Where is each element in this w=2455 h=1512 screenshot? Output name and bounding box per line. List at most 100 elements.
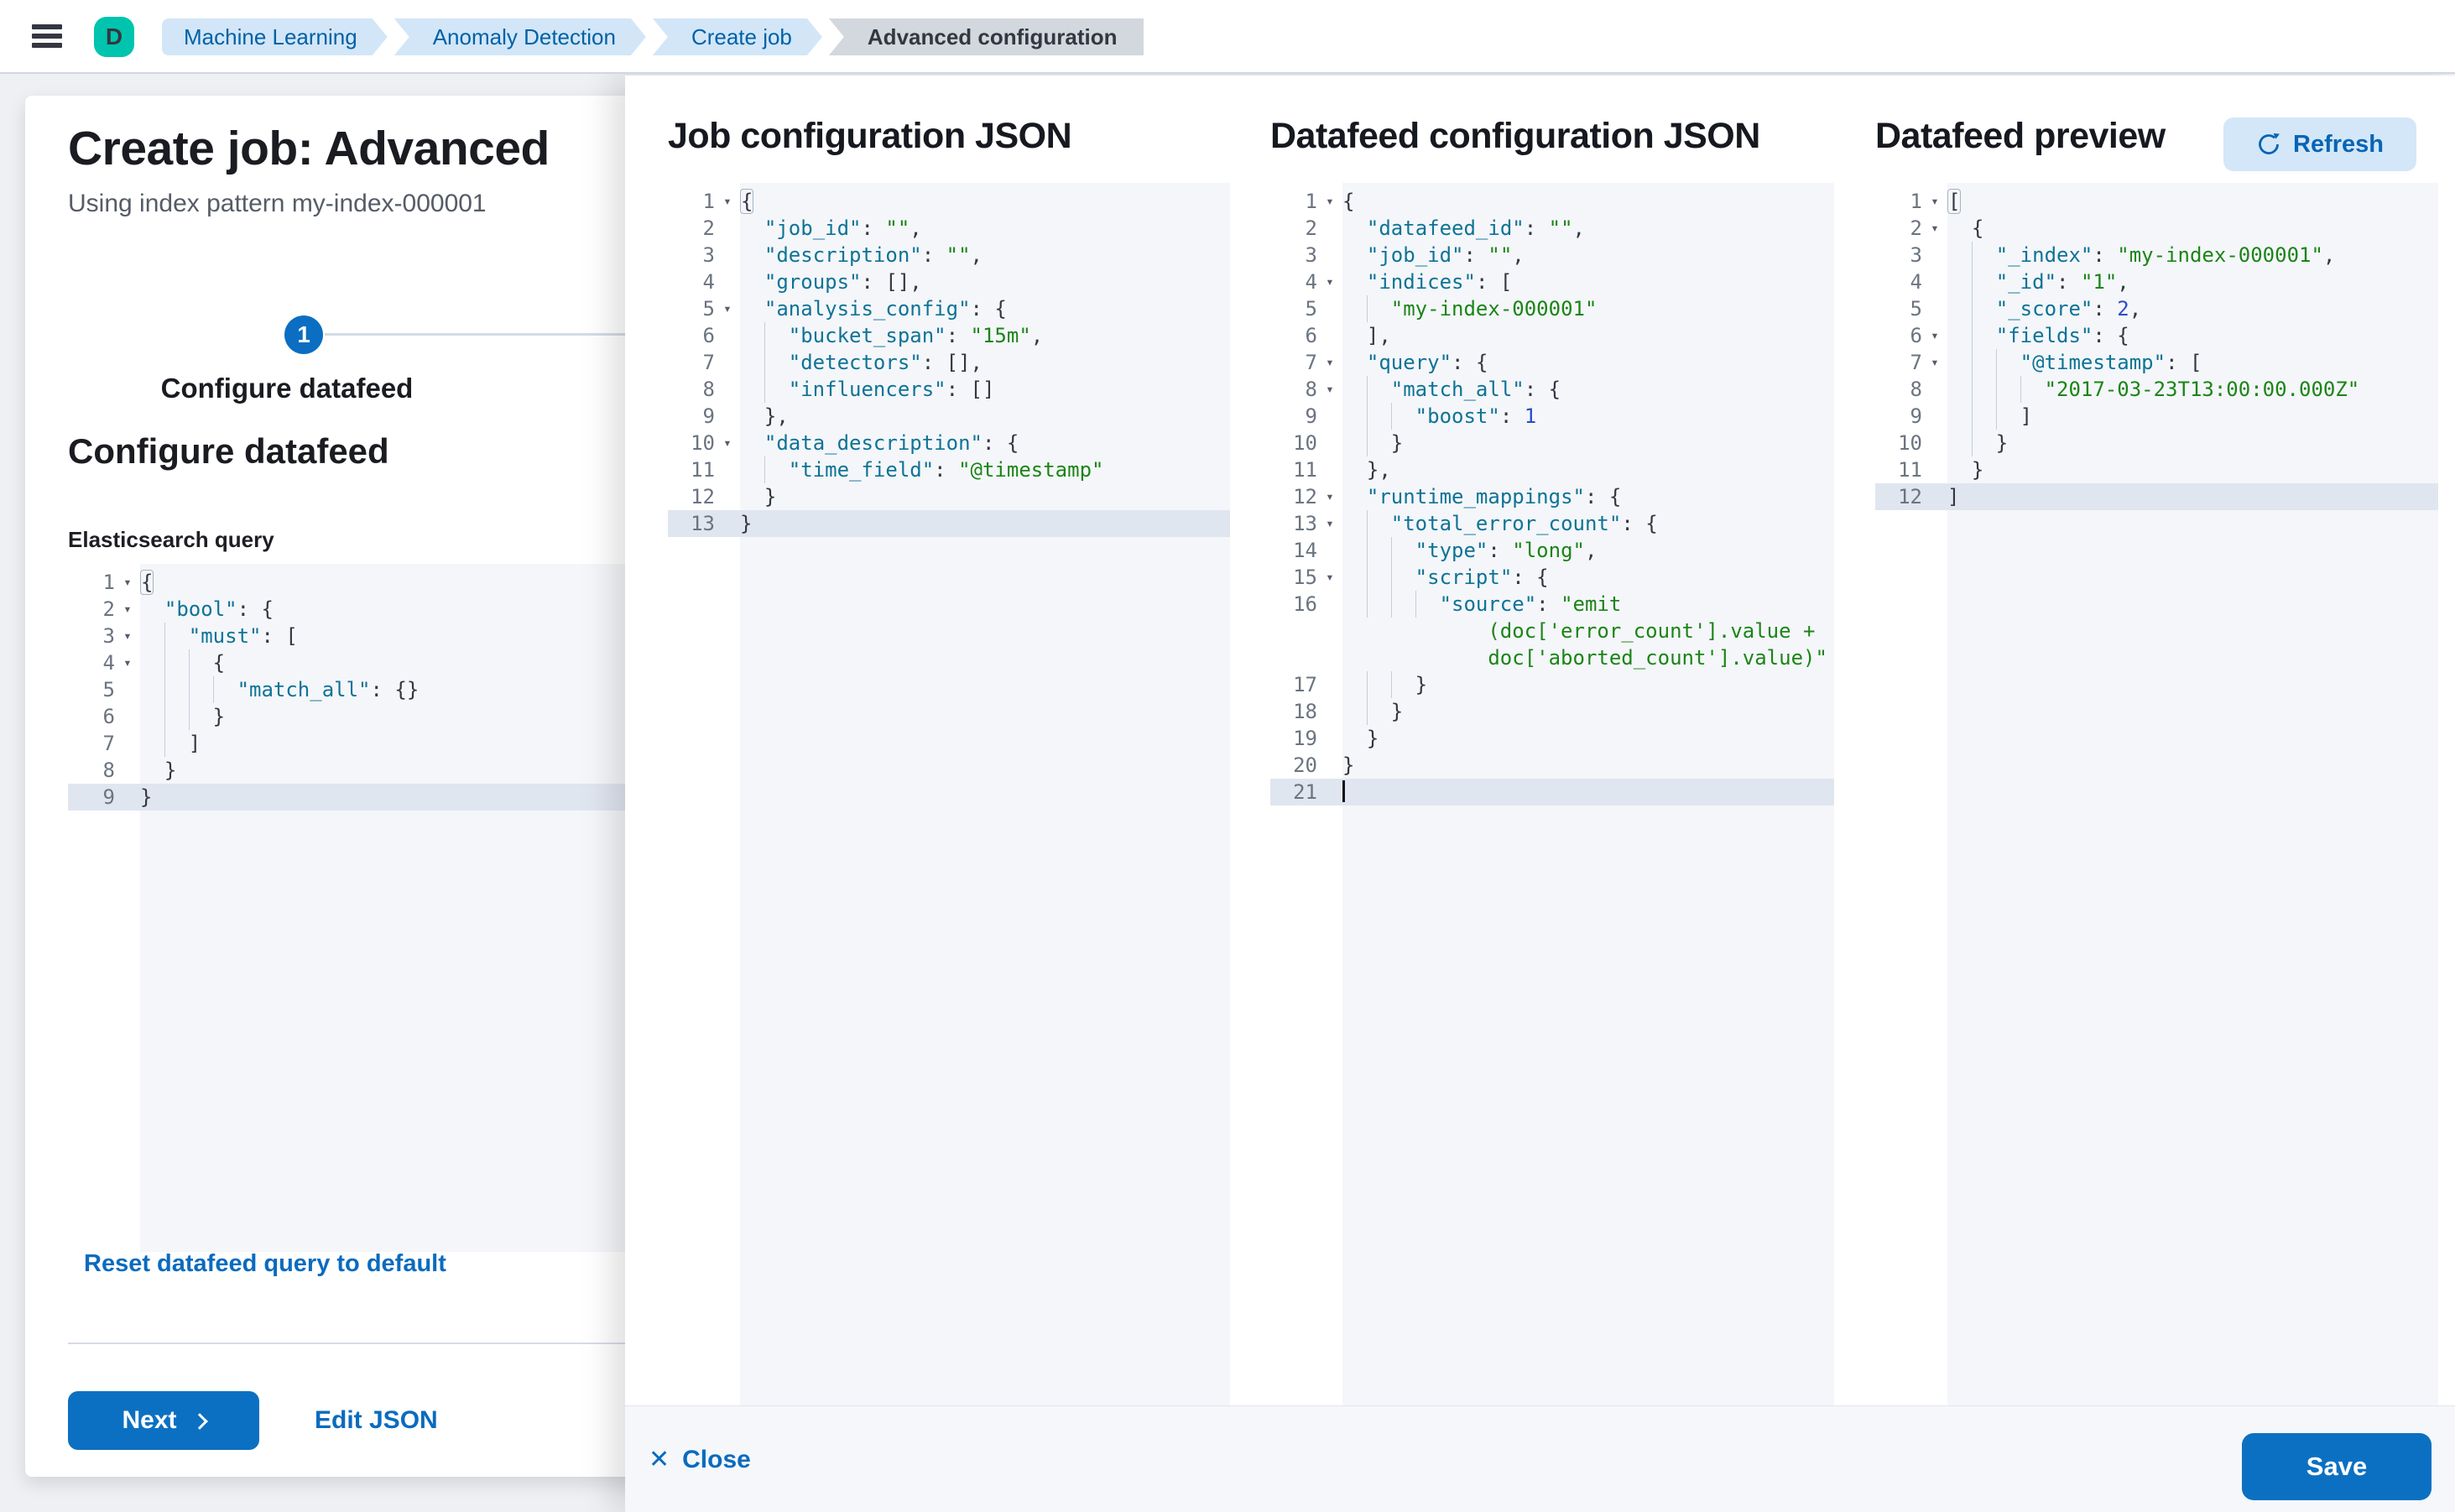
- fold-gutter: [715, 510, 740, 537]
- code-text: }: [1342, 430, 1834, 456]
- code-text: }: [1971, 458, 1984, 482]
- fold-arrow-icon[interactable]: ▾: [1931, 354, 1939, 370]
- line-number: 4: [102, 651, 115, 675]
- code-line: 15▾"script": {: [1270, 564, 1834, 591]
- fold-gutter: [1317, 725, 1342, 752]
- job-config-editor[interactable]: 1▾{2"job_id": "",3"description": "",4"gr…: [668, 183, 1230, 1405]
- code-line: 13}: [668, 510, 1230, 537]
- fold-arrow-icon[interactable]: ▾: [1326, 354, 1334, 370]
- code-text: doc['aborted_count'].value)": [1488, 646, 1827, 670]
- fold-arrow-icon[interactable]: ▾: [1326, 569, 1334, 585]
- code-line: 20}: [1270, 752, 1834, 779]
- fold-arrow-icon[interactable]: ▾: [1931, 220, 1939, 236]
- fold-arrow-icon[interactable]: ▾: [1326, 488, 1334, 504]
- breadcrumb-create-job[interactable]: Create job: [653, 18, 822, 55]
- code-line: 12▾"runtime_mappings": {: [1270, 483, 1834, 510]
- line-number: 1: [1305, 190, 1317, 213]
- breadcrumb-machine-learning[interactable]: Machine Learning: [162, 18, 388, 55]
- code-line: 12]: [1875, 483, 2438, 510]
- code-text: },: [1366, 458, 1391, 482]
- fold-gutter: [715, 242, 740, 269]
- line-number: [1270, 644, 1317, 671]
- code-text: }: [764, 485, 777, 508]
- refresh-button[interactable]: Refresh: [2223, 117, 2416, 171]
- line-number: 12: [1898, 485, 1922, 508]
- fold-arrow-icon[interactable]: ▾: [1931, 193, 1939, 209]
- code-line: 16"source": "emit: [1270, 591, 1834, 618]
- fold-arrow-icon[interactable]: ▾: [723, 193, 732, 209]
- code-line: 3▾"must": [: [68, 623, 647, 649]
- edit-json-link[interactable]: Edit JSON: [315, 1406, 438, 1434]
- fold-arrow-icon[interactable]: ▾: [1326, 381, 1334, 397]
- line-number: 4: [702, 270, 715, 294]
- code-line: 11}: [1875, 456, 2438, 483]
- fold-gutter: [1922, 242, 1947, 269]
- index-pattern-subtitle: Using index pattern my-index-000001: [68, 190, 487, 217]
- code-text: {: [740, 189, 754, 214]
- fold-arrow-icon[interactable]: ▾: [123, 628, 132, 644]
- code-line: 11"time_field": "@timestamp": [668, 456, 1230, 483]
- next-button[interactable]: Next: [68, 1391, 259, 1450]
- fold-arrow-icon[interactable]: ▾: [723, 300, 732, 316]
- step-1-indicator[interactable]: 1: [284, 315, 323, 354]
- datafeed-config-heading: Datafeed configuration JSON: [1270, 116, 1760, 156]
- es-query-editor[interactable]: 1▾{2▾"bool": {3▾"must": [4▾{5"match_all"…: [68, 564, 647, 1252]
- breadcrumb-anomaly-detection[interactable]: Anomaly Detection: [394, 18, 646, 55]
- line-number: 6: [702, 324, 715, 347]
- line-number: 1: [102, 571, 115, 594]
- save-button[interactable]: Save: [2242, 1433, 2432, 1500]
- code-line: 1▾{: [1270, 188, 1834, 215]
- fold-arrow-icon[interactable]: ▾: [1326, 274, 1334, 289]
- close-button[interactable]: ✕ Close: [649, 1406, 751, 1512]
- hamburger-menu-icon[interactable]: [32, 24, 62, 50]
- fold-gutter: [1317, 456, 1342, 483]
- fold-arrow-icon[interactable]: ▾: [1931, 327, 1939, 343]
- top-header-bar: D Machine Learning Anomaly Detection Cre…: [0, 0, 2455, 74]
- code-line: 5"match_all": {}: [68, 676, 647, 703]
- reset-datafeed-query-link[interactable]: Reset datafeed query to default: [84, 1250, 446, 1277]
- code-text: }: [140, 785, 153, 809]
- next-button-label: Next: [122, 1406, 177, 1434]
- line-number: [1270, 618, 1317, 644]
- fold-arrow-icon[interactable]: ▾: [1326, 193, 1334, 209]
- fold-arrow-icon[interactable]: ▾: [1326, 515, 1334, 531]
- fold-gutter: [1922, 483, 1947, 510]
- line-number: 5: [1305, 297, 1317, 321]
- code-text: }: [140, 703, 647, 730]
- code-text: "total_error_count": {: [1342, 510, 1834, 537]
- fold-arrow-icon[interactable]: ▾: [123, 601, 132, 617]
- code-line: (doc['error_count'].value +: [1270, 618, 1834, 644]
- line-number: 3: [702, 243, 715, 267]
- user-avatar[interactable]: D: [94, 17, 134, 57]
- fold-gutter: [715, 322, 740, 349]
- breadcrumb: Machine Learning Anomaly Detection Creat…: [162, 18, 1144, 55]
- line-number: 11: [1898, 458, 1922, 482]
- code-text: "_index": "my-index-000001",: [1947, 242, 2438, 269]
- section-heading: Configure datafeed: [68, 431, 389, 471]
- fold-arrow-icon[interactable]: ▾: [723, 435, 732, 451]
- code-text: "description": "",: [764, 243, 983, 267]
- code-line: 3"job_id": "",: [1270, 242, 1834, 269]
- code-text: {: [1971, 216, 1984, 240]
- line-number: 14: [1293, 539, 1317, 562]
- code-text: "source": "emit: [1342, 591, 1834, 618]
- code-text: {: [140, 570, 154, 595]
- fold-gutter: [1317, 322, 1342, 349]
- code-line: 7▾"@timestamp": [: [1875, 349, 2438, 376]
- fold-arrow-icon[interactable]: ▾: [123, 654, 132, 670]
- fold-gutter: [1922, 376, 1947, 403]
- code-line: 5▾"analysis_config": {: [668, 295, 1230, 322]
- datafeed-config-editor[interactable]: 1▾{2"datafeed_id": "",3"job_id": "",4▾"i…: [1270, 183, 1834, 1405]
- line-number: 7: [1910, 351, 1922, 374]
- fold-gutter: [1922, 430, 1947, 456]
- line-number: 13: [1293, 512, 1317, 535]
- code-line: 6}: [68, 703, 647, 730]
- fold-arrow-icon[interactable]: ▾: [123, 574, 132, 590]
- code-text: "2017-03-23T13:00:00.000Z": [1947, 376, 2438, 403]
- fold-gutter: [1317, 779, 1342, 806]
- code-line: 12}: [668, 483, 1230, 510]
- code-text: "job_id": "",: [1366, 243, 1525, 267]
- code-text: "time_field": "@timestamp": [740, 456, 1230, 483]
- line-number: 5: [702, 297, 715, 321]
- datafeed-preview-editor[interactable]: 1▾[2▾{3"_index": "my-index-000001",4"_id…: [1875, 183, 2438, 1405]
